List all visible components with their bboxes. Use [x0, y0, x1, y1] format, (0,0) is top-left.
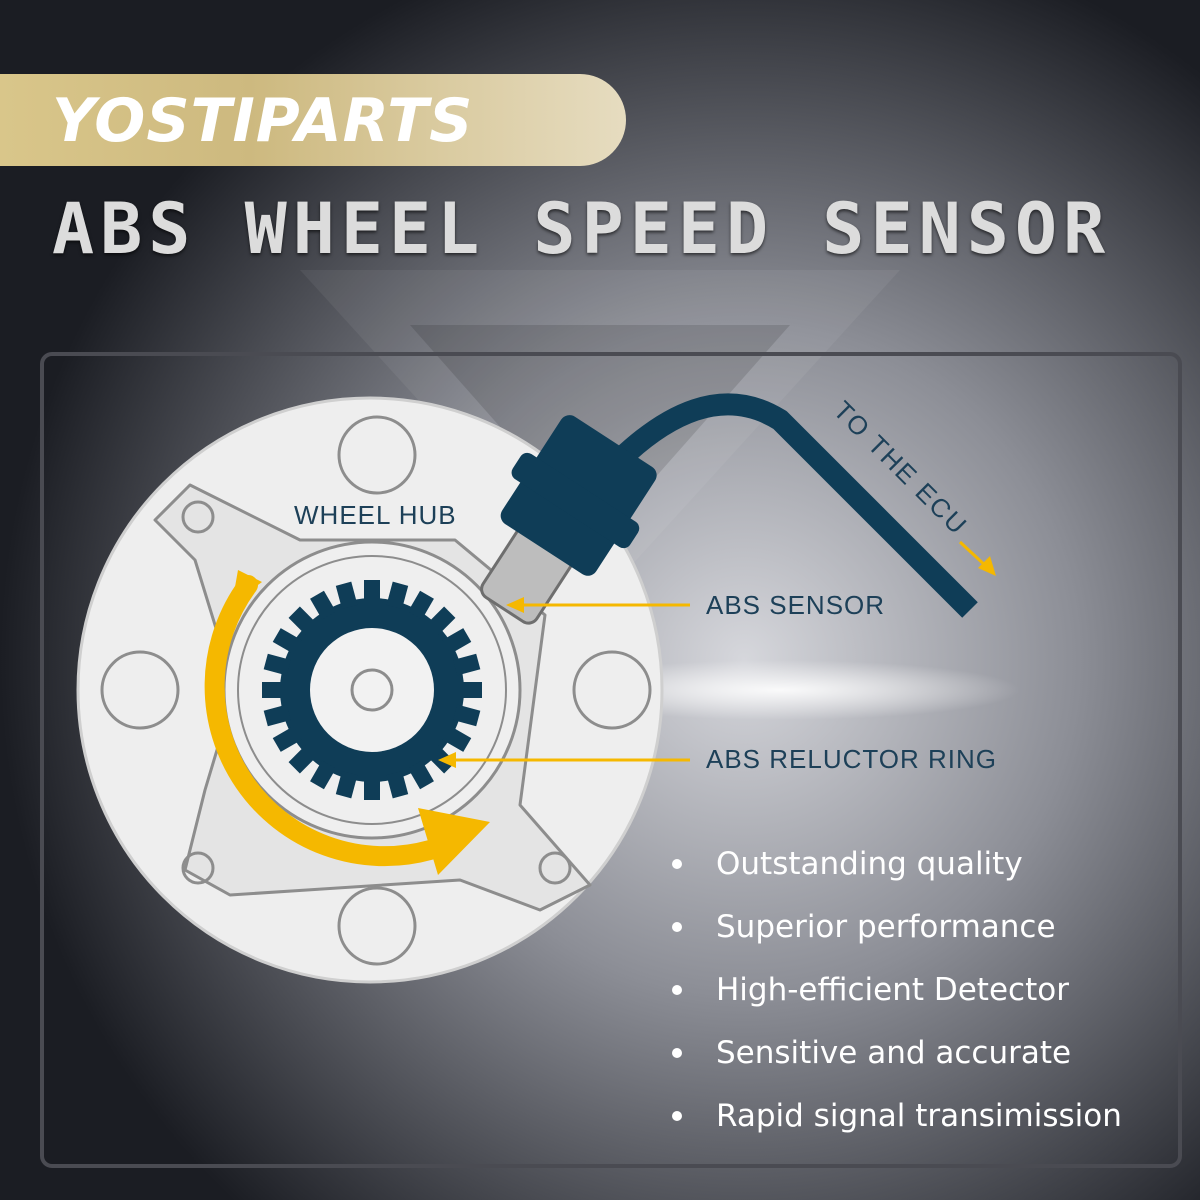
reluctor-tooth: [335, 770, 358, 799]
reluctor-tooth: [364, 776, 380, 800]
list-item: Superior performance: [662, 895, 1122, 958]
reluctor-tooth: [452, 653, 481, 676]
brand-name: YOSTIPARTS: [52, 86, 474, 156]
rotation-arrow: [204, 575, 440, 867]
bullet-icon: [672, 984, 682, 995]
reluctor-tooth: [310, 590, 336, 620]
reluctor-tooth: [442, 628, 472, 654]
list-item: Rapid signal transimission: [662, 1084, 1122, 1147]
reluctor-tooth: [288, 606, 317, 635]
feature-list: Outstanding quality Superior performance…: [662, 832, 1122, 1147]
content-panel: [40, 352, 1182, 1168]
reluctor-tooth: [386, 770, 409, 799]
abs-sensor-label: ABS SENSOR: [706, 590, 886, 620]
bullet-icon: [672, 858, 682, 869]
reluctor-tooth: [452, 704, 481, 727]
reluctor-tooth: [263, 704, 292, 727]
bullet-icon: [672, 1047, 682, 1058]
reluctor-tooth: [288, 745, 317, 774]
reluctor-tooth: [262, 682, 286, 698]
bullet-icon: [672, 921, 682, 932]
wheel-hub-label: WHEEL HUB: [294, 500, 457, 530]
reluctor-tooth: [408, 590, 434, 620]
list-item: Outstanding quality: [662, 832, 1122, 895]
reluctor-ring-label: ABS RELUCTOR RING: [706, 744, 998, 774]
reluctor-tooth: [427, 606, 456, 635]
brand-banner: [0, 74, 626, 166]
bolt-hole: [572, 650, 652, 730]
stud-hole: [181, 500, 215, 534]
stud-hole: [181, 851, 215, 885]
reluctor-tooth: [263, 653, 292, 676]
reluctor-tooth: [364, 580, 380, 604]
list-item: Sensitive and accurate: [662, 1021, 1122, 1084]
reluctor-tooth: [272, 726, 302, 752]
reluctor-tooth: [442, 726, 472, 752]
bolt-hole: [100, 650, 180, 730]
reluctor-tooth: [272, 628, 302, 654]
page-title: ABS WHEEL SPEED SENSOR: [52, 188, 1112, 270]
reluctor-tooth: [335, 581, 358, 610]
reluctor-tooth: [310, 760, 336, 790]
bolt-hole: [337, 415, 417, 495]
reluctor-tooth: [408, 760, 434, 790]
ecu-label: TO THE ECU: [828, 395, 974, 541]
stud-hole: [538, 851, 572, 885]
sensor-cable: [591, 393, 978, 618]
bolt-hole: [337, 886, 417, 966]
reluctor-tooth: [386, 581, 409, 610]
bullet-icon: [672, 1110, 682, 1121]
reluctor-tooth: [458, 682, 482, 698]
list-item: High-efficient Detector: [662, 958, 1122, 1021]
